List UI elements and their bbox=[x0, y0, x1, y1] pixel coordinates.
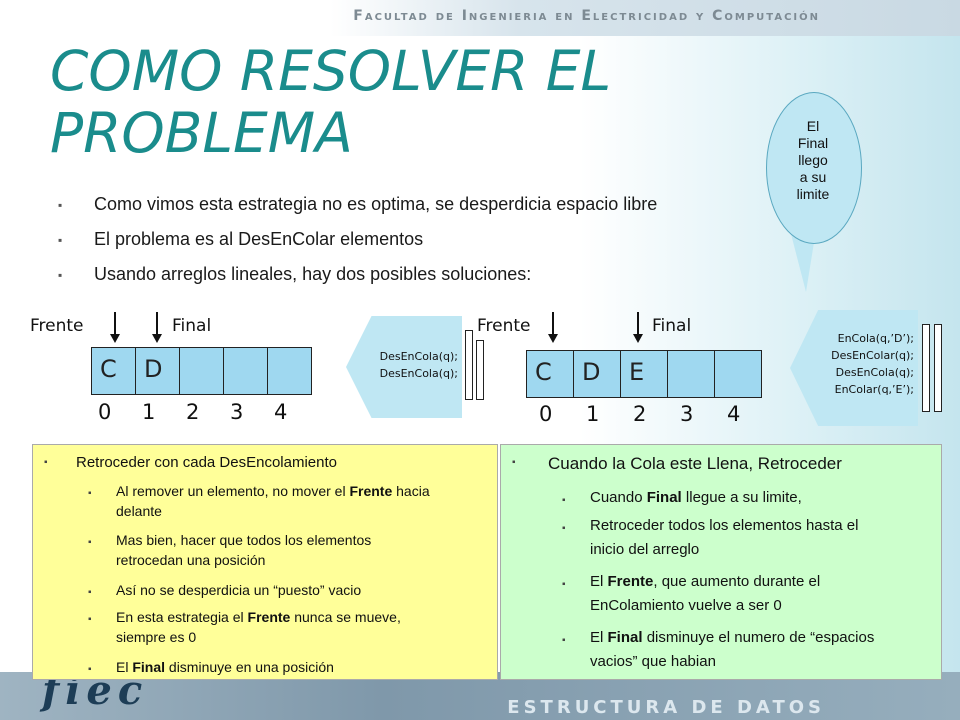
array-cell: C bbox=[526, 350, 574, 398]
course-name: ESTRUCTURA DE DATOS bbox=[507, 697, 825, 718]
array-cell: C bbox=[91, 347, 136, 395]
right-command-list: EnCola(q,’D’); DesEnColar(q); DesEnCola(… bbox=[831, 332, 914, 396]
list-item: ▪ En esta estrategia el Frente nunca se … bbox=[88, 609, 401, 645]
right-queue-array: C D E bbox=[526, 350, 762, 398]
array-index: 3 bbox=[680, 402, 694, 426]
list-item: ▪ Retroceder todos los elementos hasta e… bbox=[562, 514, 932, 562]
right-final-arrow-head bbox=[633, 334, 643, 343]
array-index: 2 bbox=[186, 400, 200, 424]
array-cell: E bbox=[620, 350, 668, 398]
left-panel-heading: ▪ Retroceder con cada DesEncolamiento bbox=[44, 454, 337, 471]
title-line-2: PROBLEMA bbox=[50, 101, 353, 165]
array-cell bbox=[223, 347, 268, 395]
array-index: 1 bbox=[142, 400, 156, 424]
left-final-arrow-head bbox=[152, 334, 162, 343]
left-final-label: Final bbox=[172, 316, 212, 336]
left-frente-label: Frente bbox=[30, 316, 84, 336]
right-frente-arrow-head bbox=[548, 334, 558, 343]
array-index: 1 bbox=[586, 402, 600, 426]
array-cell: D bbox=[135, 347, 180, 395]
right-divider-bar bbox=[934, 324, 942, 412]
array-cell bbox=[179, 347, 224, 395]
list-item: ▪ Mas bien, hacer que todos los elemento… bbox=[88, 532, 372, 568]
array-index: 2 bbox=[633, 402, 647, 426]
bullet-icon: ▪ bbox=[88, 587, 92, 598]
list-item: ▪Como vimos esta estrategia no es optima… bbox=[58, 194, 658, 214]
array-cell bbox=[714, 350, 762, 398]
bullet-icon: ▪ bbox=[88, 488, 92, 499]
list-item: ▪ El Final disminuye el numero de “espac… bbox=[562, 626, 932, 674]
footer-band bbox=[0, 672, 960, 720]
bullet-icon: ▪ bbox=[562, 579, 566, 590]
left-frente-arrow bbox=[114, 312, 116, 336]
callout-bubble bbox=[766, 92, 862, 244]
right-final-label: Final bbox=[652, 316, 692, 336]
list-item: ▪ Así no se desperdicia un “puesto” vaci… bbox=[88, 580, 488, 603]
right-panel-heading: ▪ Cuando la Cola este Llena, Retroceder bbox=[512, 454, 842, 473]
bullet-icon: ▪ bbox=[88, 664, 92, 675]
callout-text: El Final llego a su limite bbox=[796, 118, 830, 202]
bullet-icon: ▪ bbox=[88, 614, 92, 625]
left-command-list: DesEnCola(q); DesEnCola(q); bbox=[379, 350, 458, 380]
bullet-icon: ▪ bbox=[58, 198, 63, 212]
array-index: 4 bbox=[274, 400, 288, 424]
array-index: 3 bbox=[230, 400, 244, 424]
right-solution-panel bbox=[500, 444, 942, 680]
bullet-icon: ▪ bbox=[562, 523, 566, 534]
left-final-arrow bbox=[156, 312, 158, 336]
array-index: 0 bbox=[98, 400, 112, 424]
right-command-arrow bbox=[790, 310, 918, 426]
left-divider-bar bbox=[465, 330, 473, 400]
right-frente-label: Frente bbox=[477, 316, 531, 336]
title-line-1: COMO RESOLVER EL bbox=[50, 39, 612, 103]
array-cell bbox=[267, 347, 312, 395]
left-divider-bar bbox=[476, 340, 484, 400]
bullet-icon: ▪ bbox=[44, 457, 48, 468]
left-solution-panel bbox=[32, 444, 498, 680]
list-item: ▪ Cuando Final llegue a su limite, bbox=[562, 486, 932, 513]
left-queue-array: C D bbox=[91, 347, 312, 395]
institution-name: Facultad de Ingenieria en Electricidad y… bbox=[353, 8, 820, 24]
left-array-indices: 0 1 2 3 4 bbox=[86, 400, 306, 424]
list-item: ▪ El Final disminuye en una posición bbox=[88, 657, 488, 680]
right-frente-arrow bbox=[552, 312, 554, 336]
right-final-arrow bbox=[637, 312, 639, 336]
header-band bbox=[330, 0, 960, 36]
bullet-icon: ▪ bbox=[562, 635, 566, 646]
bullet-icon: ▪ bbox=[58, 233, 63, 247]
right-array-indices: 0 1 2 3 4 bbox=[527, 402, 762, 426]
array-cell bbox=[667, 350, 715, 398]
list-item: ▪ Al remover un elemento, no mover el Fr… bbox=[88, 483, 430, 519]
list-item: ▪El problema es al DesEnColar elementos bbox=[58, 229, 424, 249]
list-item: ▪Usando arreglos lineales, hay dos posib… bbox=[58, 264, 532, 284]
bullet-icon: ▪ bbox=[88, 537, 92, 548]
bullet-icon: ▪ bbox=[58, 268, 63, 282]
bullet-icon: ▪ bbox=[562, 495, 566, 506]
intro-bullet-list: ▪Como vimos esta estrategia no es optima… bbox=[58, 194, 657, 299]
left-command-arrow bbox=[346, 316, 462, 418]
bullet-icon: ▪ bbox=[512, 457, 516, 468]
right-divider-bar bbox=[922, 324, 930, 412]
array-cell: D bbox=[573, 350, 621, 398]
left-frente-arrow-head bbox=[110, 334, 120, 343]
array-index: 4 bbox=[727, 402, 741, 426]
array-index: 0 bbox=[539, 402, 553, 426]
slide-title: COMO RESOLVER EL PROBLEMA bbox=[50, 40, 710, 164]
